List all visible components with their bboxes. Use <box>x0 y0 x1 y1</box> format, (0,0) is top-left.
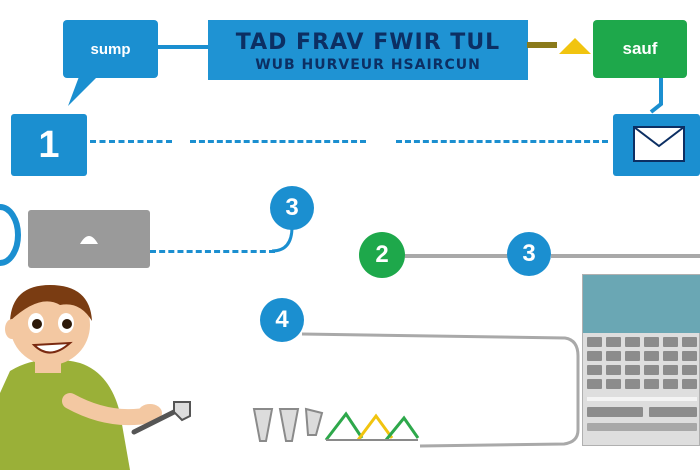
gray-connector-3-right <box>551 254 700 258</box>
speech-bubble-left-label: sump <box>90 40 131 58</box>
dashed-connector-2 <box>150 250 275 253</box>
yellow-arrow-icon <box>527 38 591 54</box>
gray-connector-4 <box>301 332 580 448</box>
keyboard-icon <box>587 337 699 441</box>
step-4-number: 4 <box>275 306 289 333</box>
keyboard-device <box>582 274 700 446</box>
speech-bubble-right-label: sauf <box>622 39 658 58</box>
title-line-2: WUB HURVEUR HSAIRCUN <box>255 57 481 73</box>
step-1-badge: 1 <box>11 114 87 176</box>
step-2-circle: 2 <box>359 232 405 278</box>
gray-connector-2-3 <box>405 254 508 258</box>
speech-bubble-right: sauf <box>593 20 687 78</box>
step-1-number: 1 <box>38 123 60 166</box>
mountains-icon <box>324 411 420 441</box>
laptop-logo-icon <box>80 236 98 244</box>
step-4-circle: 4 <box>260 298 304 342</box>
device-screen <box>583 275 700 333</box>
green-bubble-connector <box>649 78 663 114</box>
dashed-connector-1c <box>396 140 608 143</box>
step-3-number-upper: 3 <box>285 194 299 221</box>
step-3-number-lower: 3 <box>522 240 536 267</box>
bubble-connector-line <box>158 45 213 49</box>
step-2-number: 2 <box>375 241 389 268</box>
email-box <box>613 114 700 176</box>
envelope-icon <box>633 126 685 162</box>
speech-bubble-left: sump <box>63 20 158 78</box>
step-3-circle-lower: 3 <box>507 232 551 276</box>
left-arc-icon <box>0 204 21 266</box>
title-banner: TAD FRAV FWIR TUL WUB HURVEUR HSAIRCUN <box>208 20 528 80</box>
speech-bubble-left-tail <box>68 74 100 106</box>
laptop-icon <box>28 210 150 268</box>
person-icon <box>0 285 162 470</box>
wrench-icon <box>131 401 191 435</box>
tools-icon <box>252 407 324 442</box>
dashed-connector-1a <box>90 140 172 143</box>
title-line-1: TAD FRAV FWIR TUL <box>235 30 501 55</box>
step-3-circle-upper: 3 <box>270 186 314 230</box>
curve-to-step-3 <box>271 226 294 253</box>
dashed-connector-1b <box>190 140 366 143</box>
